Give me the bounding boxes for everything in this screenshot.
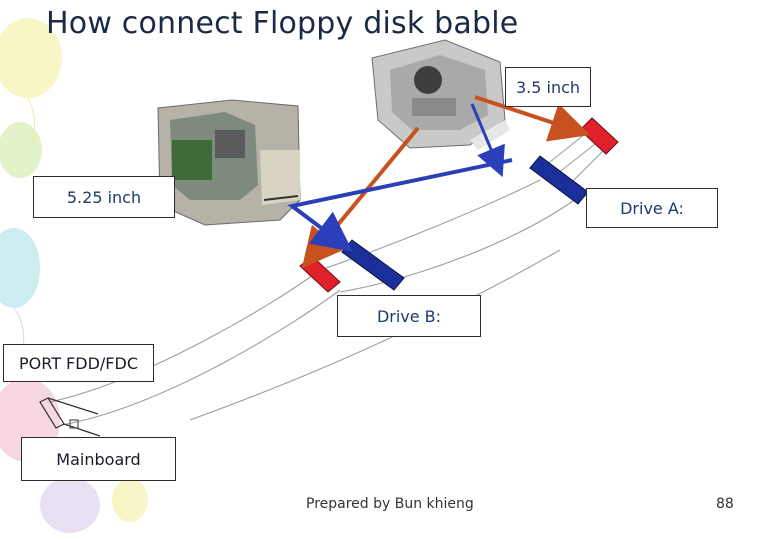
label-drive-b-text: Drive B: (376, 306, 442, 326)
red-connector-35 (579, 117, 619, 155)
mainboard-connector (39, 397, 101, 437)
slide-title: How connect Floppy disk bable (46, 6, 519, 41)
label-drive-a-text: Drive A: (620, 198, 684, 218)
red-connector-525 (299, 255, 341, 293)
arrow-35-to-connector (474, 95, 591, 142)
label-drive-a: Drive A: (586, 188, 718, 228)
arrow-drive-a-to-drive-b (287, 158, 513, 252)
label-5-25-inch-text: 5.25 inch (66, 187, 142, 207)
page-number: 88 (716, 496, 734, 512)
label-drive-b: Drive B: (337, 295, 481, 337)
label-port-fdd-fdc-text: PORT FDD/FDC (19, 353, 138, 373)
label-mainboard: Mainboard (21, 437, 176, 481)
label-mainboard-text: Mainboard (56, 449, 141, 469)
arrow-to-drive-a (470, 103, 505, 178)
drive-35-image (371, 39, 510, 150)
label-3-5-inch: 3.5 inch (505, 67, 591, 107)
footer-credit: Prepared by Bun khieng (306, 496, 474, 512)
blue-connector-drive-a (529, 155, 589, 205)
label-port-fdd-fdc: PORT FDD/FDC (3, 344, 154, 382)
label-3-5-inch-text: 3.5 inch (515, 77, 581, 97)
label-5-25-inch: 5.25 inch (33, 176, 175, 218)
drive-525-image (157, 99, 301, 226)
blue-connector-drive-b (341, 239, 405, 291)
